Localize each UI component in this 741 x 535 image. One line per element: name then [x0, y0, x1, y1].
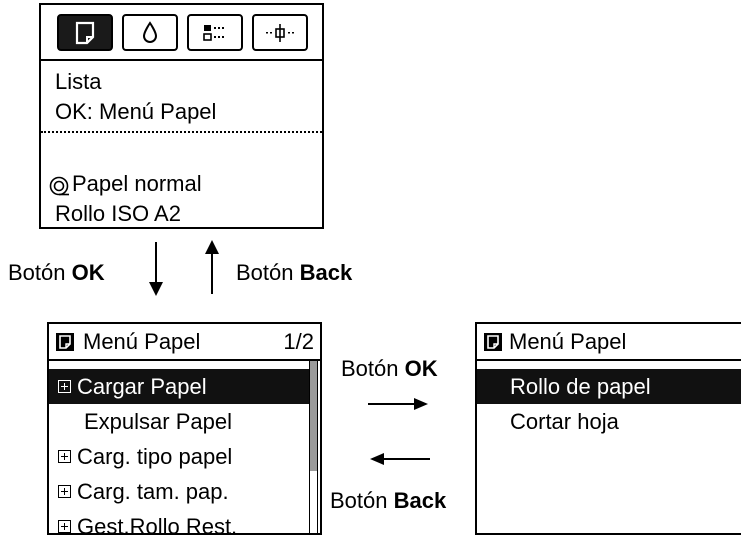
menu-item-eject-paper[interactable]: Expulsar Papel: [49, 404, 309, 439]
paper-sheet-icon: [75, 21, 95, 44]
menu-item-paper-size[interactable]: Carg. tam. pap.: [49, 474, 309, 509]
ok-button-label: Botón OK: [8, 260, 105, 285]
status-text: Lista: [55, 69, 102, 94]
page-indicator: 1/2: [283, 329, 314, 354]
back-button-label: Botón Back: [236, 260, 353, 285]
submenu-header: Menú Papel: [477, 324, 741, 361]
divider: [41, 131, 322, 133]
tab-printhead[interactable]: [252, 14, 308, 51]
menu-header: Menú Papel 1/2: [49, 324, 320, 361]
home-screen-panel: Lista OK: Menú Papel Papel normal Rollo …: [39, 3, 324, 229]
ink-drop-icon: [142, 20, 158, 43]
tab-jobs[interactable]: [187, 14, 243, 51]
menu-item-label: Cortar hoja: [510, 409, 619, 434]
menu-item-label: Carg. tam. pap.: [77, 479, 229, 504]
ok-hint-text: OK: Menú Papel: [55, 99, 217, 124]
tab-bar: [41, 5, 322, 61]
ok-button-label-horizontal: Botón OK: [341, 356, 438, 381]
scrollbar[interactable]: [309, 361, 318, 533]
tab-ink[interactable]: [122, 14, 178, 51]
menu-item-load-paper[interactable]: Cargar Papel: [49, 369, 309, 404]
expand-icon: [58, 450, 71, 464]
printhead-adjust-icon: [266, 23, 294, 42]
menu-item-cut-sheet[interactable]: Cortar hoja: [477, 404, 741, 439]
scrollbar-thumb[interactable]: [310, 361, 317, 471]
paper-menu-panel: Menú Papel 1/2 Cargar Papel Expulsar Pap…: [47, 322, 322, 535]
menu-title: Menú Papel: [83, 329, 201, 354]
menu-item-label: Cargar Papel: [77, 374, 207, 399]
menu-item-roll-paper[interactable]: Rollo de papel: [477, 369, 741, 404]
down-arrow-icon: [149, 242, 163, 296]
menu-item-label: Rollo de papel: [510, 374, 651, 399]
paper-type-text: Papel normal: [72, 171, 202, 196]
menu-item-label: Gest.Rollo Rest.: [77, 514, 238, 535]
menu-item-paper-type[interactable]: Carg. tipo papel: [49, 439, 309, 474]
left-arrow-icon: [370, 453, 430, 465]
expand-icon: [58, 485, 71, 499]
tab-paper[interactable]: [57, 14, 113, 51]
paper-menu-icon: [484, 333, 502, 351]
right-arrow-icon: [368, 398, 428, 410]
expand-icon: [58, 380, 71, 394]
paper-menu-icon: [56, 333, 74, 351]
job-list-icon: [203, 24, 224, 41]
paper-size-text: Rollo ISO A2: [55, 201, 181, 226]
menu-item-label: Carg. tipo papel: [77, 444, 233, 469]
menu-item-roll-management[interactable]: Gest.Rollo Rest.: [49, 509, 309, 535]
menu-item-label: Expulsar Papel: [84, 409, 232, 434]
up-arrow-icon: [205, 240, 219, 294]
submenu-title: Menú Papel: [509, 329, 627, 354]
roll-icon: [49, 175, 71, 197]
expand-icon: [58, 520, 71, 533]
back-button-label-horizontal: Botón Back: [330, 488, 447, 513]
paper-submenu-panel: Menú Papel Rollo de papel Cortar hoja: [475, 322, 741, 535]
